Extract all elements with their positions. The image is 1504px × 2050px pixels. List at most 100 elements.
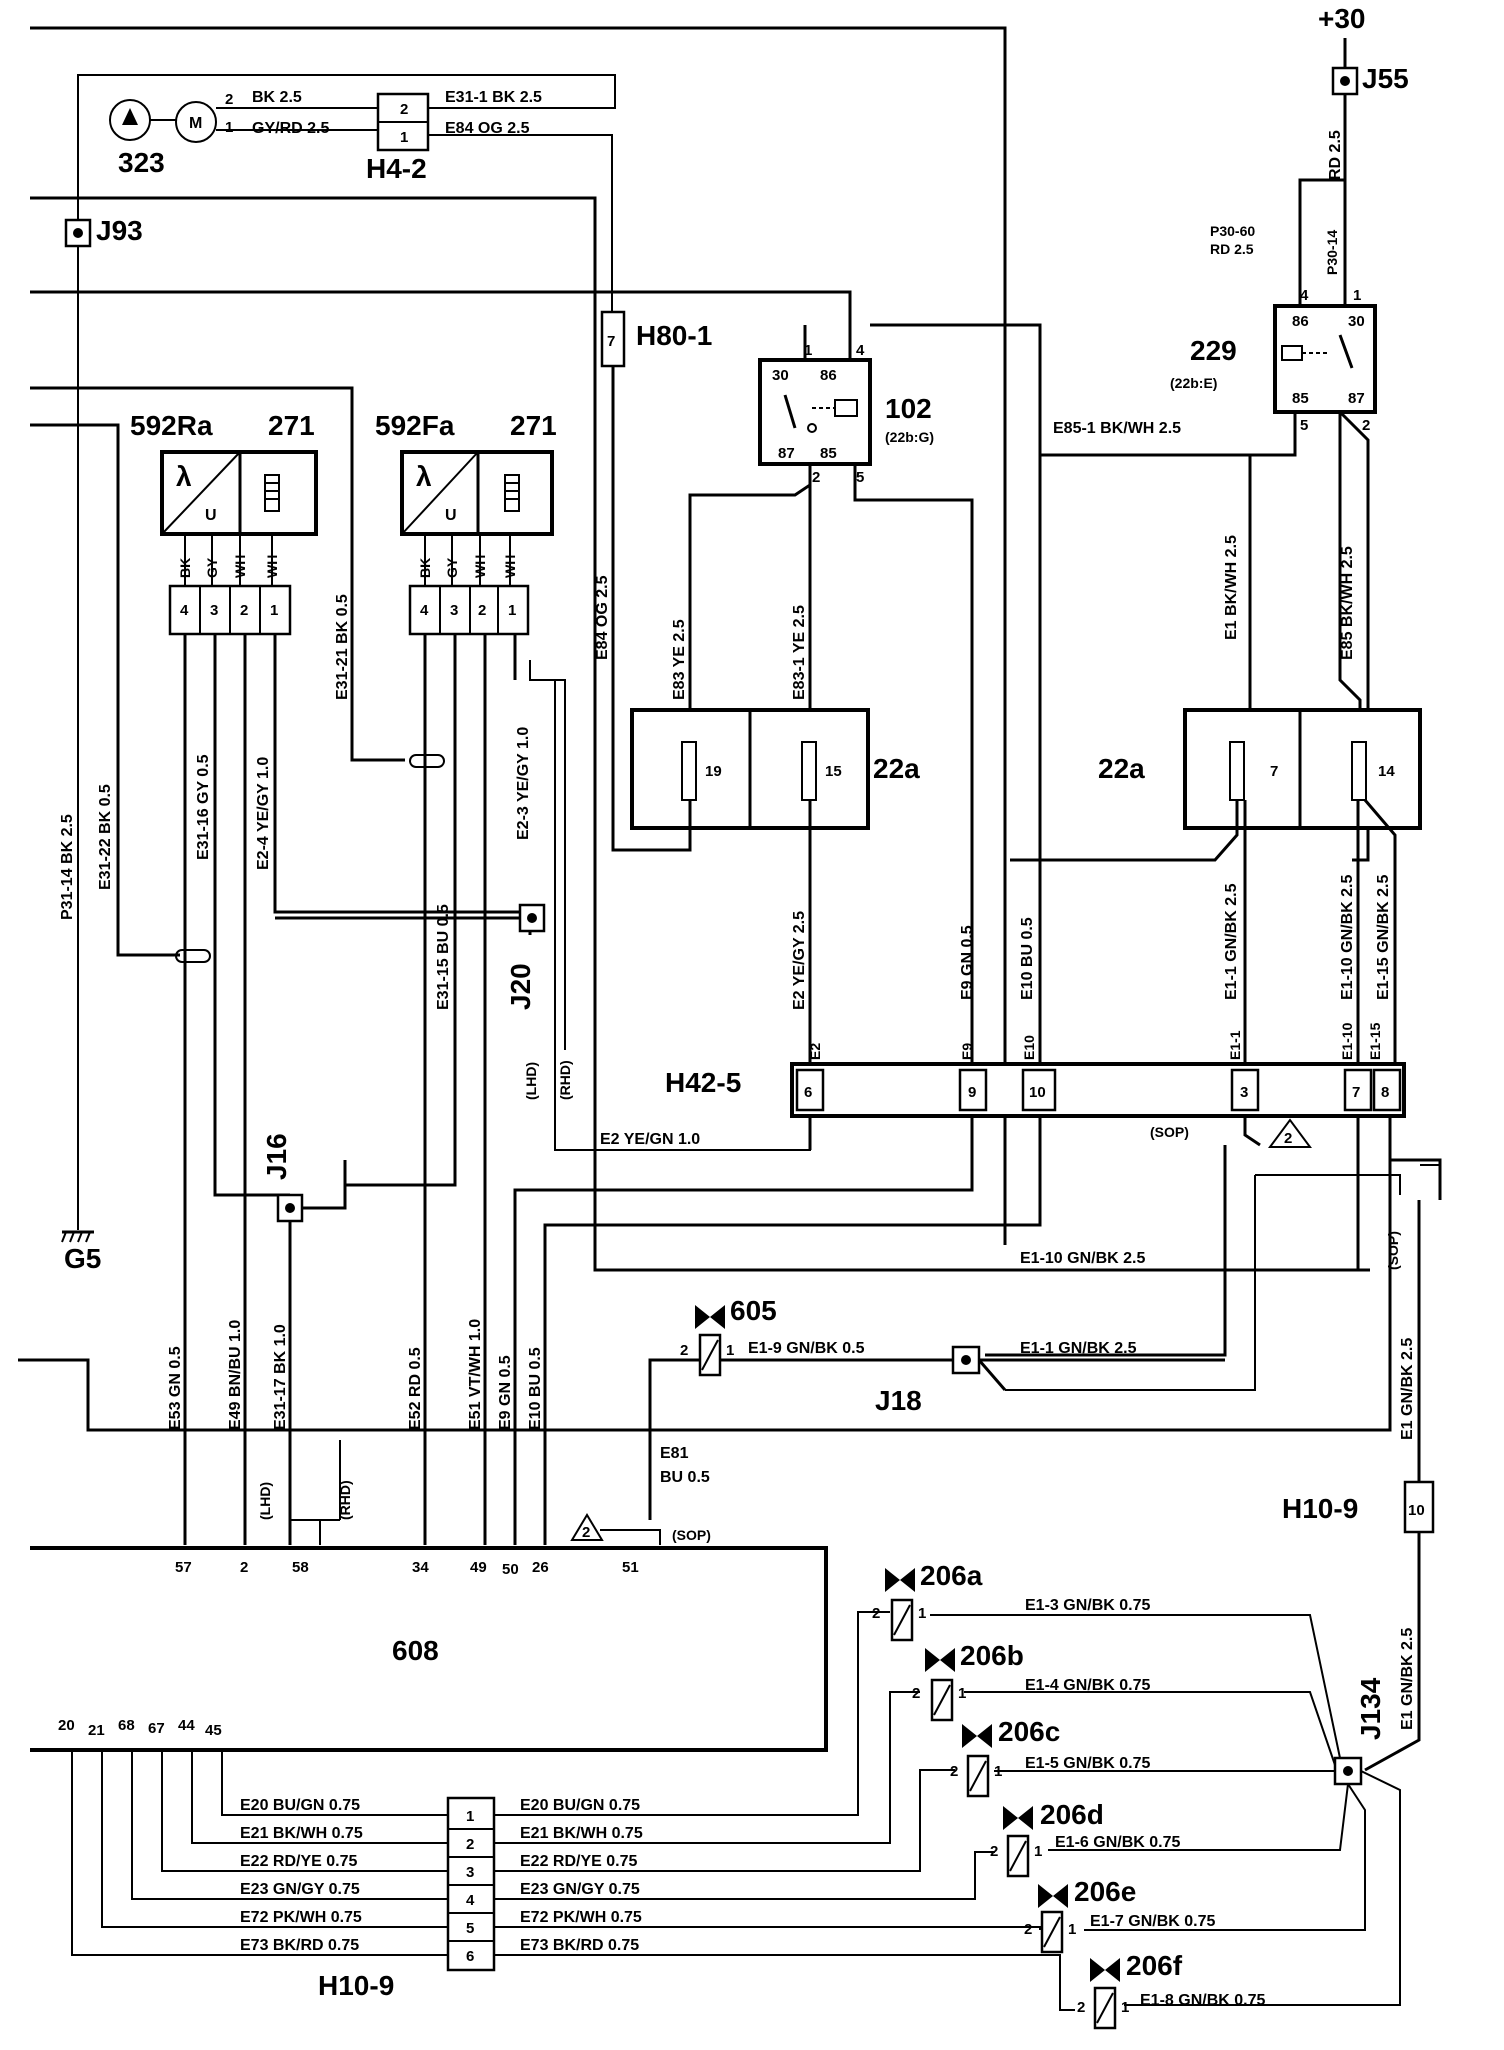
svg-text:(RHD): (RHD)	[337, 1480, 353, 1520]
svg-text:2: 2	[225, 91, 233, 108]
svg-text:E2 YE/GN 1.0: E2 YE/GN 1.0	[600, 1131, 700, 1148]
g5-label: G5	[64, 1243, 101, 1274]
h80-1-label: H80-1	[636, 320, 712, 351]
svg-text:E1-4 GN/BK 0.75: E1-4 GN/BK 0.75	[1025, 1677, 1150, 1694]
svg-text:206c: 206c	[998, 1716, 1060, 1747]
h42-5-pins: 6 9 10 3 7 8	[795, 1068, 1402, 1112]
svg-text:86: 86	[1292, 313, 1309, 330]
svg-text:2: 2	[990, 1843, 998, 1860]
svg-text:26: 26	[532, 1559, 549, 1576]
sensor-592ra-wires: BK GY WH WH	[177, 534, 280, 585]
valve-icon	[1003, 1806, 1033, 1830]
svg-text:(22b:E): (22b:E)	[1170, 375, 1217, 391]
svg-text:E21 BK/WH 0.75: E21 BK/WH 0.75	[520, 1825, 643, 1842]
svg-text:RD 2.5: RD 2.5	[1327, 130, 1344, 180]
svg-text:GY: GY	[444, 557, 460, 578]
svg-text:GY: GY	[204, 557, 220, 578]
svg-text:4: 4	[420, 602, 429, 619]
svg-text:1: 1	[270, 602, 278, 619]
j18-label: J18	[875, 1385, 922, 1416]
svg-text:E72 PK/WH 0.75: E72 PK/WH 0.75	[520, 1909, 642, 1926]
svg-text:E1-15 GN/BK 2.5: E1-15 GN/BK 2.5	[1375, 875, 1392, 1000]
svg-text:E9: E9	[959, 1043, 975, 1060]
svg-text:WH: WH	[264, 555, 280, 578]
valve-206d: 206d 2 1 E1-6 GN/BK 0.75	[990, 1799, 1180, 1878]
svg-text:U: U	[445, 507, 457, 524]
j55-label: J55	[1362, 63, 1409, 94]
svg-text:BK 2.5: BK 2.5	[252, 89, 302, 106]
svg-text:(LHD): (LHD)	[257, 1482, 273, 1520]
valve-icon	[885, 1568, 915, 1592]
heater-icon	[264, 474, 280, 512]
fuse-15	[801, 741, 817, 801]
svg-text:67: 67	[148, 1720, 165, 1737]
svg-text:M: M	[189, 115, 202, 132]
svg-text:E84 OG 2.5: E84 OG 2.5	[594, 575, 611, 660]
svg-text:3: 3	[1240, 1084, 1248, 1101]
plus30-label: +30	[1318, 3, 1366, 34]
svg-text:206e: 206e	[1074, 1876, 1136, 1907]
svg-text:(SOP): (SOP)	[1150, 1124, 1189, 1140]
svg-text:57: 57	[175, 1559, 192, 1576]
svg-text:E1-6 GN/BK 0.75: E1-6 GN/BK 0.75	[1055, 1834, 1180, 1851]
svg-text:E1-15: E1-15	[1367, 1022, 1383, 1060]
svg-text:3: 3	[450, 602, 458, 619]
svg-text:E1-10 GN/BK 2.5: E1-10 GN/BK 2.5	[1020, 1250, 1145, 1267]
ground-icon	[61, 1231, 91, 1243]
svg-text:6: 6	[804, 1084, 812, 1101]
svg-text:E22 RD/YE 0.75: E22 RD/YE 0.75	[520, 1853, 638, 1870]
svg-text:E10 BU 0.5: E10 BU 0.5	[1019, 917, 1036, 1000]
svg-text:2: 2	[950, 1763, 958, 1780]
fuse-box-22a-right	[1183, 708, 1422, 830]
h42-5-label: H42-5	[665, 1067, 741, 1098]
svg-text:E10: E10	[1021, 1035, 1037, 1060]
svg-text:E84 OG 2.5: E84 OG 2.5	[445, 120, 530, 137]
svg-text:3: 3	[210, 602, 218, 619]
svg-text:68: 68	[118, 1717, 135, 1734]
h42-5-connector	[790, 1062, 1406, 1118]
svg-text:BK: BK	[417, 558, 433, 578]
svg-text:7: 7	[1352, 1084, 1360, 1101]
svg-text:E1 GN/BK 2.5: E1 GN/BK 2.5	[1399, 1628, 1416, 1730]
svg-text:λ: λ	[416, 461, 432, 492]
h10-9-upper-label: H10-9	[1282, 1493, 1358, 1524]
svg-text:E9 GN 0.5: E9 GN 0.5	[497, 1355, 514, 1430]
motor-icon	[175, 101, 217, 143]
valve-206a: 206a 2 1 E1-3 GN/BK 0.75	[872, 1560, 1150, 1642]
svg-text:E49 BN/BU 1.0: E49 BN/BU 1.0	[227, 1320, 244, 1430]
svg-text:E22 RD/YE 0.75: E22 RD/YE 0.75	[240, 1853, 358, 1870]
sensor-592ra-label: 592Ra	[130, 410, 213, 441]
svg-text:E2-4 YE/GY 1.0: E2-4 YE/GY 1.0	[255, 757, 272, 870]
valve-icon	[1090, 1958, 1120, 1982]
svg-text:19: 19	[705, 763, 722, 780]
svg-text:E1-9 GN/BK 0.5: E1-9 GN/BK 0.5	[748, 1340, 865, 1357]
svg-text:E73 BK/RD 0.75: E73 BK/RD 0.75	[520, 1937, 639, 1954]
svg-text:E1-7 GN/BK 0.75: E1-7 GN/BK 0.75	[1090, 1913, 1215, 1930]
svg-text:WH: WH	[502, 555, 518, 578]
svg-text:49: 49	[470, 1559, 487, 1576]
svg-text:(RHD): (RHD)	[557, 1060, 573, 1100]
valve-206c: 206c 2 1 E1-5 GN/BK 0.75	[950, 1716, 1150, 1798]
svg-text:2: 2	[478, 602, 486, 619]
svg-text:E85-1 BK/WH 2.5: E85-1 BK/WH 2.5	[1053, 420, 1181, 437]
svg-text:(LHD): (LHD)	[523, 1062, 539, 1100]
svg-text:6: 6	[466, 1948, 474, 1965]
svg-text:1: 1	[918, 1605, 926, 1622]
ecu-608-left-pins: 20 21 68 67 44 45	[58, 1717, 222, 1739]
svg-text:1: 1	[1034, 1843, 1042, 1860]
j20-label: J20	[505, 963, 536, 1010]
svg-text:E83 YE 2.5: E83 YE 2.5	[671, 619, 688, 700]
svg-text:E1-8 GN/BK 0.75: E1-8 GN/BK 0.75	[1140, 1992, 1265, 2009]
svg-text:4: 4	[856, 342, 865, 359]
svg-text:44: 44	[178, 1717, 195, 1734]
svg-text:8: 8	[1381, 1084, 1389, 1101]
top-wire	[30, 26, 1007, 1245]
svg-text:1: 1	[1121, 1999, 1129, 2016]
svg-text:2: 2	[1362, 417, 1370, 434]
svg-text:E31-21 BK 0.5: E31-21 BK 0.5	[334, 594, 351, 700]
relay-102	[758, 358, 872, 466]
fuse-14	[1351, 741, 1367, 801]
svg-text:2: 2	[1284, 1130, 1292, 1147]
valve-206f: 206f 2 1 E1-8 GN/BK 0.75	[1077, 1950, 1265, 2030]
svg-text:E2 YE/GY 2.5: E2 YE/GY 2.5	[791, 911, 808, 1010]
